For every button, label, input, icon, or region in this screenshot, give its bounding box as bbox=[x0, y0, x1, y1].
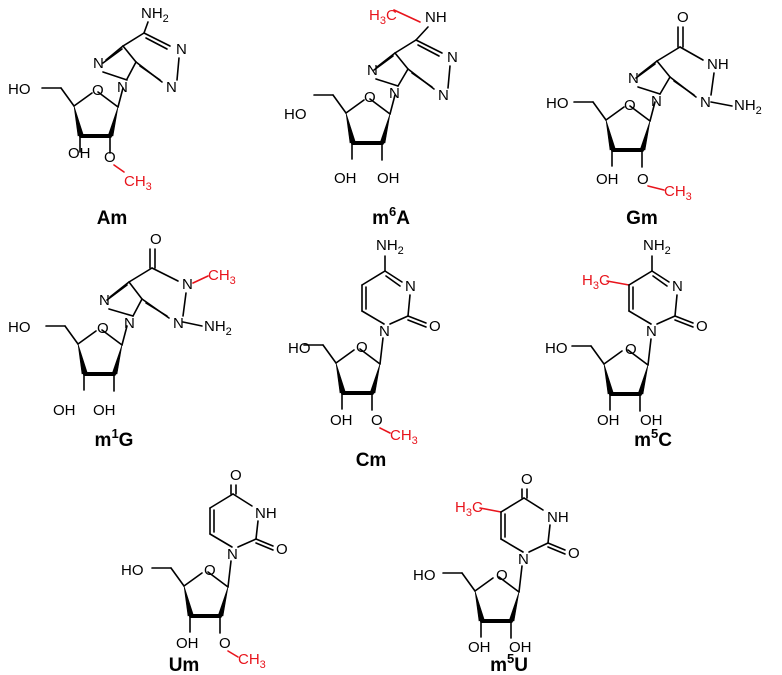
atom-O: O bbox=[521, 471, 533, 488]
atom-O: O bbox=[568, 545, 580, 562]
atom-N1: N bbox=[182, 276, 193, 293]
atom-HO: HO bbox=[8, 81, 31, 98]
atom-HO: HO bbox=[545, 340, 568, 357]
atom-N1: N bbox=[518, 551, 529, 568]
atom-O: O bbox=[677, 9, 689, 26]
label-m6A: m6A bbox=[372, 204, 410, 229]
atom-OH: OH bbox=[468, 639, 491, 656]
amino-group: NH2 bbox=[643, 237, 671, 257]
atom-HO: HO bbox=[284, 106, 307, 123]
atom-N3: N bbox=[405, 278, 416, 295]
molecule-Cm: HO O OH O CH3 N N O NH2 bbox=[288, 237, 441, 447]
atom-OH: OH bbox=[596, 171, 619, 188]
atom-OH: OH bbox=[176, 635, 199, 652]
atom-NH: NH bbox=[425, 9, 447, 26]
atom-N1: N bbox=[379, 323, 390, 340]
methyl-group: CH3 bbox=[664, 183, 692, 203]
atom-OH: OH bbox=[68, 145, 91, 162]
atom-N3: N bbox=[438, 87, 449, 104]
atom-N1: N bbox=[646, 323, 657, 340]
label-Cm: Cm bbox=[356, 450, 387, 471]
atom-OH: OH bbox=[509, 639, 532, 656]
label-Gm: Gm bbox=[626, 208, 658, 229]
atom-O: O bbox=[364, 89, 376, 106]
atom-O: O bbox=[637, 171, 649, 188]
atom-N3: N bbox=[700, 94, 711, 111]
atom-N3: N bbox=[166, 79, 177, 96]
atom-O: O bbox=[150, 231, 162, 248]
atom-O: O bbox=[356, 339, 368, 356]
molecule-m1G: HO O OH OH N N N N O NH2 CH3 bbox=[8, 231, 236, 419]
molecule-Um: HO O OH O CH3 N NH O O bbox=[121, 467, 288, 671]
atom-N1: N bbox=[227, 546, 238, 563]
molecule-m5U: HO O OH OH N NH O O H3C bbox=[413, 471, 580, 656]
atom-O: O bbox=[276, 541, 288, 558]
atom-N3: N bbox=[672, 278, 683, 295]
atom-N3: N bbox=[173, 315, 184, 332]
atom-O: O bbox=[625, 341, 637, 358]
atom-OH: OH bbox=[640, 412, 663, 429]
atom-N9: N bbox=[389, 85, 400, 102]
atom-HO: HO bbox=[413, 567, 436, 584]
atom-O: O bbox=[624, 97, 636, 114]
molecule-m5C: HO O OH OH N N O NH2 H3C bbox=[545, 237, 708, 429]
atom-OH: OH bbox=[377, 170, 400, 187]
amino-group: NH2 bbox=[376, 237, 404, 257]
atom-O: O bbox=[429, 318, 441, 335]
molecule-Am: HO O OH O CH3 N N N N NH2 bbox=[8, 5, 187, 193]
atom-OH: OH bbox=[597, 412, 620, 429]
label-m5U: m5U bbox=[490, 651, 528, 675]
methyl-group: CH3 bbox=[208, 267, 236, 287]
atom-OH: OH bbox=[53, 402, 76, 419]
atom-N7: N bbox=[628, 70, 639, 87]
methyl-group: CH3 bbox=[124, 173, 152, 193]
atom-O: O bbox=[219, 635, 231, 652]
label-Um: Um bbox=[169, 655, 200, 675]
amino-group: NH2 bbox=[204, 318, 232, 338]
atom-O: O bbox=[97, 320, 109, 337]
atom-HO: HO bbox=[121, 562, 144, 579]
atom-HO: HO bbox=[288, 340, 311, 357]
methyl-group: CH3 bbox=[390, 427, 418, 447]
atom-N7: N bbox=[93, 55, 104, 72]
label-m5C: m5C bbox=[634, 426, 672, 451]
atom-O: O bbox=[230, 467, 242, 484]
atom-O: O bbox=[496, 567, 508, 584]
atom-OH: OH bbox=[330, 412, 353, 429]
methyl-group: H3C bbox=[582, 272, 610, 292]
atom-N9: N bbox=[651, 93, 662, 110]
atom-N1: N bbox=[176, 41, 187, 58]
atom-N1: N bbox=[447, 49, 458, 66]
atom-NH: NH bbox=[707, 56, 729, 73]
atom-OH: OH bbox=[93, 402, 116, 419]
molecule-Gm: HO O OH O CH3 N N NH N O NH2 bbox=[546, 9, 762, 203]
atom-NH: NH bbox=[255, 505, 277, 522]
atom-OH: OH bbox=[334, 170, 357, 187]
label-m1G: m1G bbox=[95, 426, 134, 451]
atom-N7: N bbox=[367, 62, 378, 79]
methyl-group: H3C bbox=[455, 499, 483, 519]
methyl-group: CH3 bbox=[238, 651, 266, 671]
methyl-group: H3C bbox=[369, 7, 397, 27]
atom-O: O bbox=[104, 149, 116, 166]
atom-HO: HO bbox=[8, 319, 31, 336]
atom-N7: N bbox=[99, 292, 110, 309]
atom-HO: HO bbox=[546, 95, 569, 112]
atom-N9: N bbox=[124, 315, 135, 332]
atom-O: O bbox=[696, 318, 708, 335]
amino-group: NH2 bbox=[141, 5, 169, 25]
atom-O: O bbox=[92, 82, 104, 99]
atom-N9: N bbox=[117, 79, 128, 96]
label-Am: Am bbox=[97, 208, 128, 229]
atom-O: O bbox=[371, 412, 383, 429]
amino-group: NH2 bbox=[734, 97, 762, 117]
atom-NH: NH bbox=[547, 509, 569, 526]
molecule-m6A: HO O OH OH N N N N NH H3C bbox=[284, 7, 458, 187]
atom-O: O bbox=[204, 562, 216, 579]
